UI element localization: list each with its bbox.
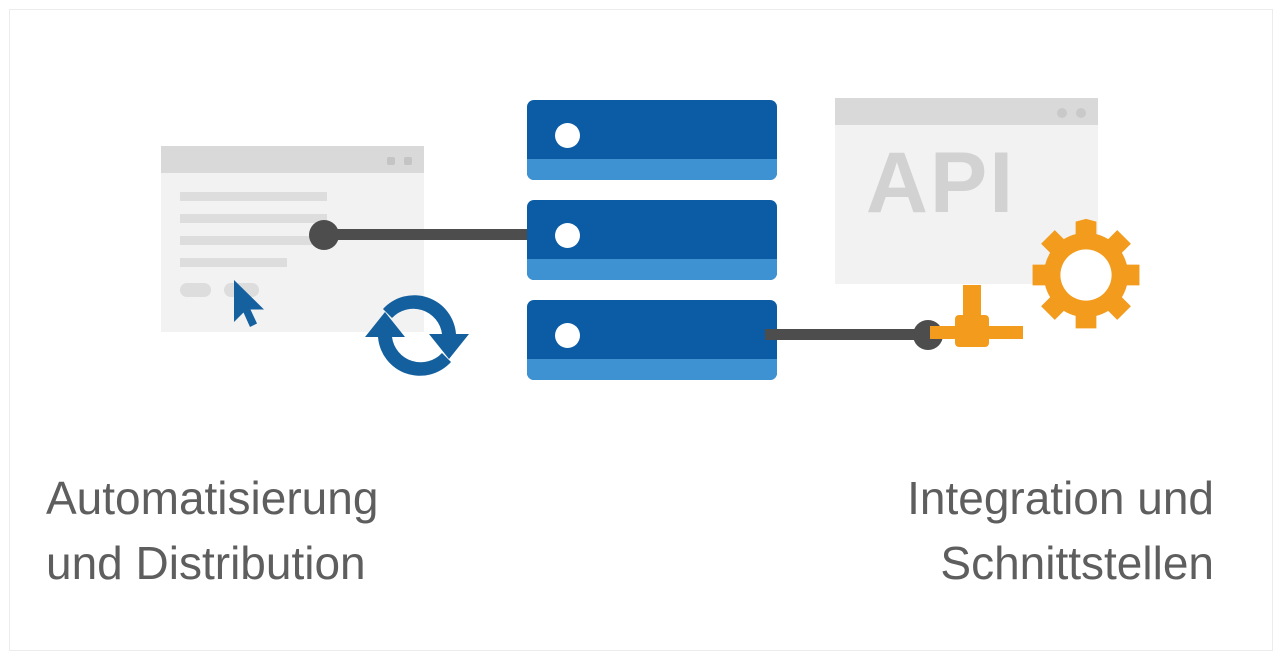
sync-refresh-arrows-icon	[361, 283, 473, 388]
mouse-cursor-arrow-icon	[232, 278, 270, 330]
server-stack	[527, 100, 777, 380]
api-label: API	[865, 135, 1016, 231]
window-dot-icon-2	[404, 157, 412, 165]
connector-browser-to-server-dot	[309, 220, 339, 250]
api-titlebar	[835, 98, 1098, 125]
server-strip-1	[527, 159, 777, 180]
window-dot-icon-1	[387, 157, 395, 165]
server-led-icon-3	[555, 323, 580, 348]
content-line-2	[180, 214, 327, 223]
server-unit-3	[527, 300, 777, 380]
server-strip-2	[527, 259, 777, 280]
window-dot-icon-2	[1076, 108, 1086, 118]
server-strip-3	[527, 359, 777, 380]
connector-server-to-api-line	[765, 329, 935, 340]
server-led-icon-1	[555, 123, 580, 148]
mock-button-1	[180, 283, 211, 297]
caption-automatisierung-und-distribution: Automatisierung und Distribution	[46, 472, 379, 590]
caption-integration-und-schnittstellen: Integration und Schnittstellen	[907, 472, 1214, 590]
window-dot-icon-1	[1057, 108, 1067, 118]
content-line-3	[180, 236, 327, 245]
server-unit-2	[527, 200, 777, 280]
pipe-tee-hub	[955, 315, 989, 347]
connector-browser-to-server-line	[322, 229, 537, 240]
server-unit-1	[527, 100, 777, 180]
gear-cog-icon	[1025, 212, 1147, 338]
server-led-icon-2	[555, 223, 580, 248]
content-line-4	[180, 258, 287, 267]
content-line-1	[180, 192, 327, 201]
browser-titlebar	[161, 146, 424, 173]
